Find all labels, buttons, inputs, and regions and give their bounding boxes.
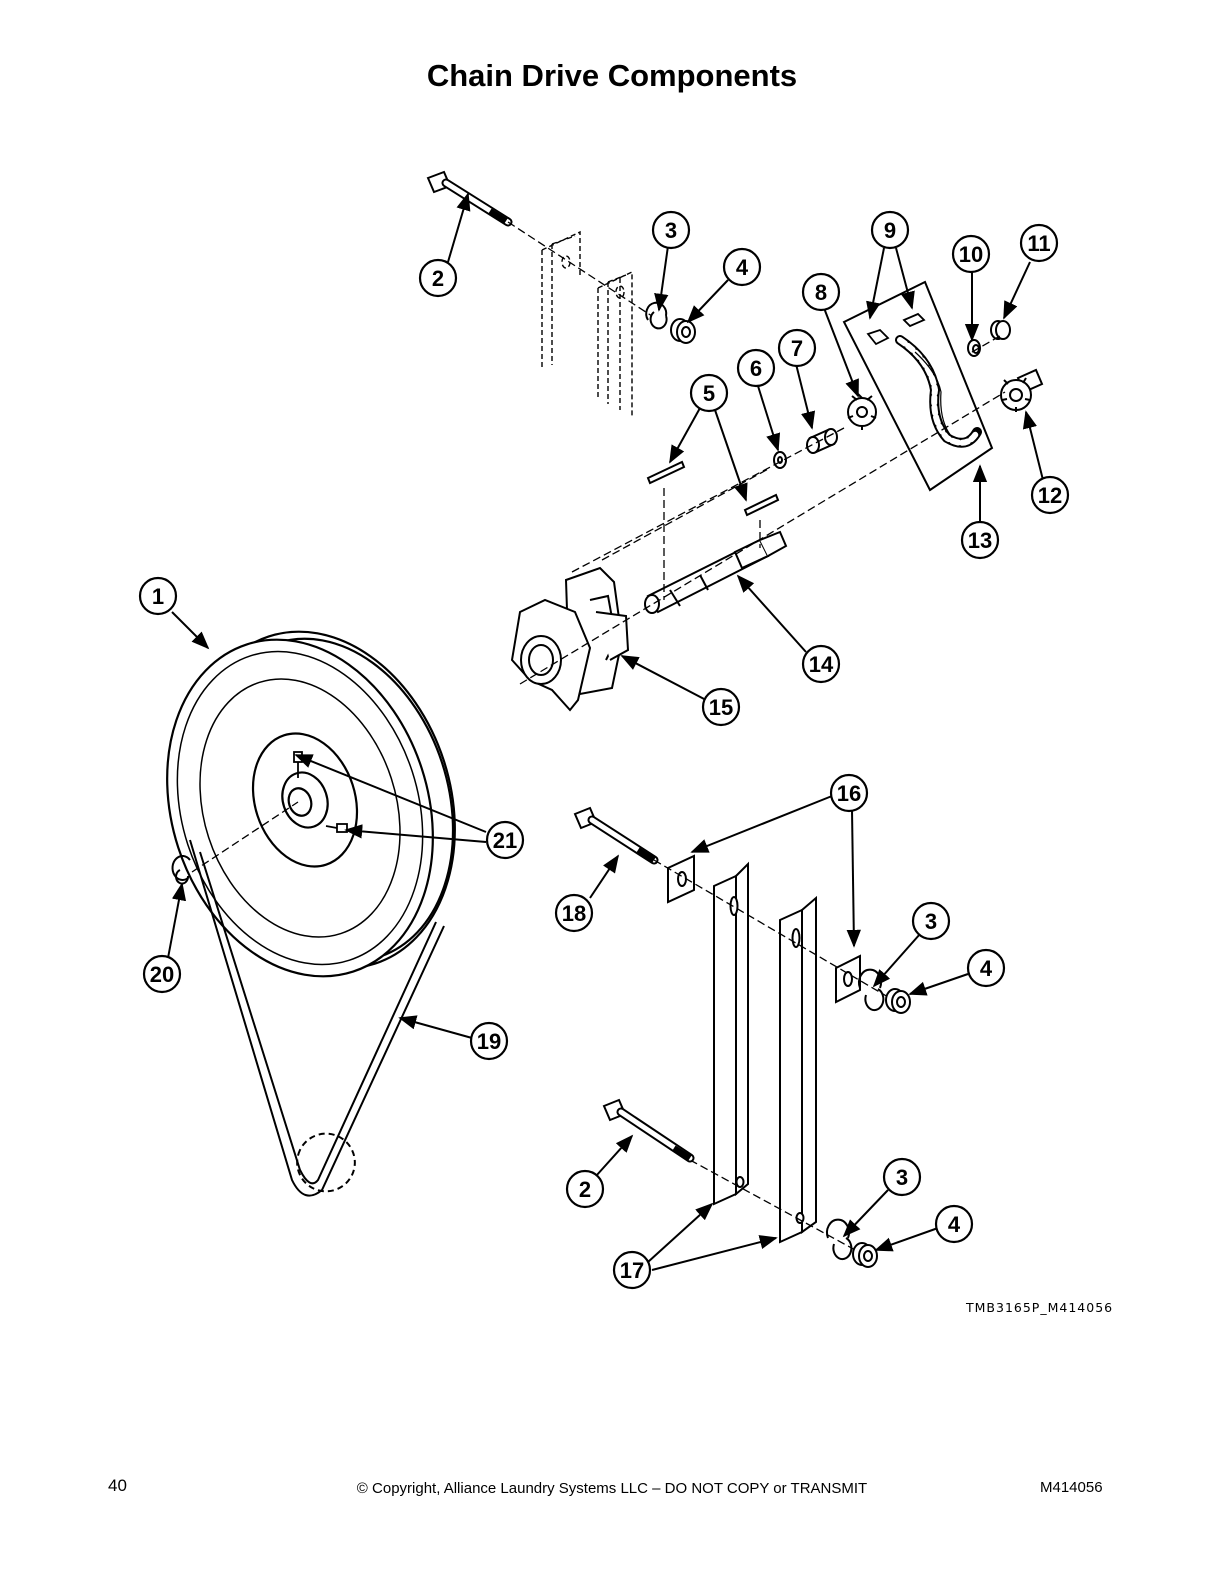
callout-8: 8	[801, 272, 841, 312]
belt-19	[189, 839, 445, 1197]
svg-text:1: 1	[152, 584, 164, 609]
callout-19: 19	[469, 1021, 509, 1061]
svg-text:16: 16	[837, 781, 861, 806]
sprocket-8	[847, 393, 877, 430]
svg-text:20: 20	[150, 962, 174, 987]
ghost-bracket-upper	[541, 230, 633, 418]
callout-2-upper: 2	[418, 258, 458, 298]
callout-6: 6	[736, 348, 776, 388]
assembly-line-upper	[507, 221, 656, 319]
svg-text:12: 12	[1038, 483, 1062, 508]
callout-2-lower: 2	[565, 1169, 605, 1209]
svg-text:13: 13	[968, 528, 992, 553]
page-title: Chain Drive Components	[426, 58, 798, 93]
shaft-14	[644, 530, 788, 614]
bolt-18	[573, 806, 659, 865]
pulley-1	[166, 630, 456, 978]
callout-5: 5	[689, 373, 729, 413]
callout-7: 7	[777, 328, 817, 368]
callout-14: 14	[801, 644, 841, 684]
svg-text:3: 3	[665, 218, 677, 243]
keys-5	[646, 460, 780, 517]
figure-id: TMB3165P_M414056	[966, 1300, 1114, 1315]
bolt-upper	[426, 170, 513, 227]
callout-4-upper: 4	[722, 247, 762, 287]
svg-text:17: 17	[620, 1258, 644, 1283]
svg-text:4: 4	[736, 255, 749, 280]
callout-3-lower: 3	[882, 1157, 922, 1197]
svg-text:2: 2	[432, 266, 444, 291]
svg-text:4: 4	[980, 956, 993, 981]
bolt-lower	[602, 1098, 695, 1163]
callout-10: 10	[951, 234, 991, 274]
bearing-nut-upper	[670, 318, 696, 344]
callout-9: 9	[870, 210, 910, 250]
page-number: 40	[108, 1476, 127, 1495]
svg-text:18: 18	[562, 901, 586, 926]
svg-text:19: 19	[477, 1029, 501, 1054]
svg-text:9: 9	[884, 218, 896, 243]
svg-text:3: 3	[925, 909, 937, 934]
leader-arrows	[167, 192, 1045, 1271]
callout-15: 15	[701, 687, 741, 727]
callout-13: 13	[960, 520, 1000, 560]
bracket-17-left	[713, 861, 749, 1206]
bearing-11	[990, 320, 1011, 340]
assembly-line-pulley	[191, 801, 299, 873]
assembly-lines-lower	[653, 859, 901, 1259]
callout-3-upper: 3	[651, 210, 691, 250]
svg-text:5: 5	[703, 381, 715, 406]
e-clip-lower-2	[826, 1218, 853, 1261]
svg-text:7: 7	[791, 336, 803, 361]
callout-21: 21	[485, 820, 525, 860]
copyright-notice: © Copyright, Alliance Laundry Systems LL…	[356, 1480, 868, 1497]
document-number: M414056	[1040, 1479, 1103, 1496]
e-clip-lower-1	[858, 968, 885, 1012]
callout-4-lower: 4	[934, 1204, 974, 1244]
spacer-7	[806, 428, 838, 454]
plate-16-right	[835, 954, 861, 1004]
callout-17: 17	[612, 1250, 652, 1290]
callout-1: 1	[138, 576, 178, 616]
e-clip-upper	[645, 301, 668, 330]
callout-20: 20	[142, 954, 182, 994]
svg-text:2: 2	[579, 1177, 591, 1202]
plate-16-left	[667, 854, 695, 904]
svg-text:21: 21	[493, 828, 517, 853]
chain-assembly-13	[842, 280, 994, 492]
svg-text:6: 6	[750, 356, 762, 381]
callout-11: 11	[1019, 223, 1059, 263]
nut-lower-2	[852, 1242, 878, 1268]
hub-15	[510, 566, 630, 712]
svg-text:11: 11	[1027, 231, 1050, 256]
callouts: 2 3 4 5 6 7 8 9 10 11 12 13 14 15 1 21 2…	[138, 210, 1070, 1290]
callout-16: 16	[829, 773, 869, 813]
callout-12: 12	[1030, 475, 1070, 515]
bracket-17-right	[779, 895, 817, 1244]
svg-text:3: 3	[896, 1165, 908, 1190]
nut-lower-1	[885, 988, 911, 1014]
svg-text:10: 10	[959, 242, 983, 267]
svg-text:14: 14	[809, 652, 834, 677]
callout-18: 18	[554, 893, 594, 933]
callout-3-middle: 3	[911, 901, 951, 941]
sprocket-12	[1000, 368, 1044, 412]
svg-text:8: 8	[815, 280, 827, 305]
svg-text:4: 4	[948, 1212, 961, 1237]
svg-text:15: 15	[709, 695, 733, 720]
callout-4-middle: 4	[966, 948, 1006, 988]
washer-6	[773, 451, 787, 469]
